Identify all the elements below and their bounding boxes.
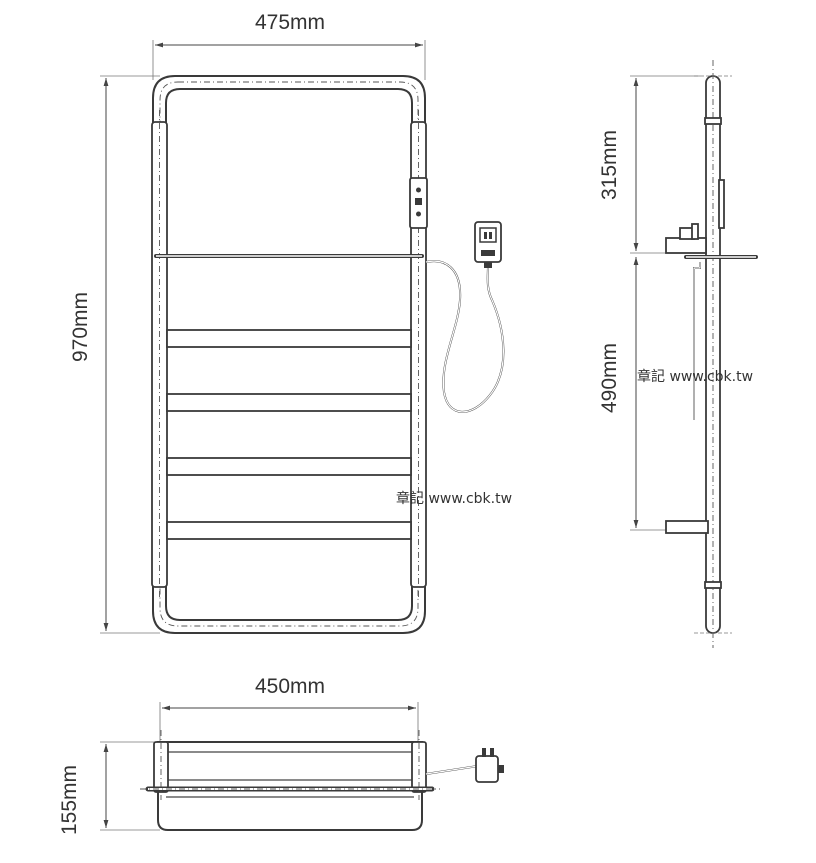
side-upright — [705, 75, 721, 634]
power-cord — [425, 260, 505, 413]
side-watermark: 章記 www.cbk.tw — [637, 368, 753, 385]
top-body-outline — [157, 741, 423, 831]
front-watermark: 章記 www.cbk.tw — [396, 490, 512, 507]
top-view-plug — [475, 748, 504, 783]
rail-3 — [166, 457, 412, 476]
top-view: 450mm 155mm — [58, 675, 504, 835]
top-depth-label: 155mm — [58, 765, 81, 835]
front-view: 475mm 970mm — [69, 11, 512, 634]
rail-1 — [166, 329, 412, 348]
frame-outer-outline — [152, 75, 426, 634]
side-cord — [693, 262, 701, 420]
upper-wall-bracket — [665, 223, 707, 254]
front-width-label: 475mm — [255, 11, 325, 34]
side-control-box — [718, 179, 725, 229]
side-lower-label: 490mm — [598, 343, 621, 413]
rail-2 — [166, 393, 412, 412]
top-width-label: 450mm — [255, 675, 325, 698]
rail-4 — [166, 521, 412, 540]
side-upper-label: 315mm — [598, 130, 621, 200]
power-plug — [474, 221, 502, 268]
frame-inner-outline — [165, 88, 413, 621]
front-height-label: 970mm — [69, 292, 92, 362]
side-view: 315mm 490mm 章記 www.cbk.tw — [598, 60, 758, 648]
lower-wall-bracket — [665, 520, 709, 534]
